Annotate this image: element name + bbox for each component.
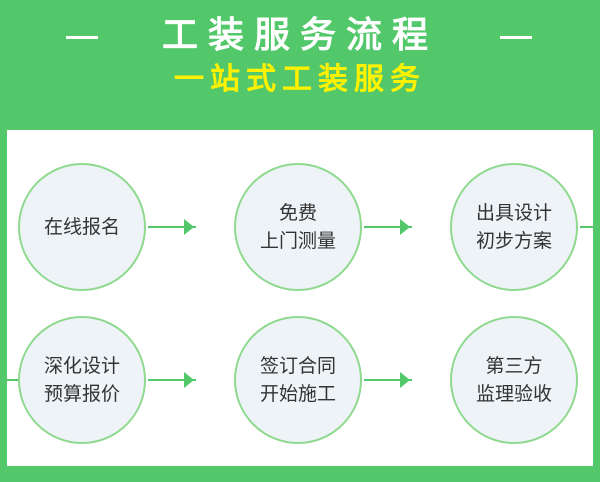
step-label-line2: 预算报价	[43, 383, 120, 405]
title-dash-left	[66, 36, 98, 39]
page-title: 工装服务流程	[161, 15, 438, 56]
step-label-line1: 出具设计	[475, 202, 552, 224]
step-label-line2: 开始施工	[259, 383, 336, 405]
arrow-right-icon	[400, 219, 410, 235]
step-label-line2: 初步方案	[475, 230, 552, 252]
arrow-right-icon	[184, 219, 194, 235]
connector-3-out	[580, 226, 593, 228]
step-label-line1: 在线报名	[43, 216, 120, 238]
step-label-line2: 监理验收	[475, 383, 552, 405]
step-label-line1: 深化设计	[43, 355, 120, 377]
connector-in-4	[7, 379, 19, 381]
arrow-right-icon	[184, 372, 194, 388]
step-label-line1: 免费	[278, 202, 317, 224]
connector-4-5	[148, 379, 196, 381]
header: 工装服务流程 一站式工装服务	[0, 0, 600, 128]
page-subtitle: 一站式工装服务	[174, 62, 426, 97]
connector-1-2	[148, 226, 196, 228]
title-dash-right	[500, 36, 532, 39]
step-label-line1: 第三方	[485, 355, 543, 377]
connector-5-6	[364, 379, 412, 381]
step-supervision-acceptance: 第三方 监理验收	[450, 316, 578, 444]
process-panel: 在线报名 免费 上门测量 出具设计 初步方案 深化设计 预算报价 签订合同 开始…	[7, 130, 593, 466]
step-free-measure: 免费 上门测量	[234, 163, 362, 291]
step-sign-contract: 签订合同 开始施工	[234, 316, 362, 444]
step-online-signup: 在线报名	[18, 163, 146, 291]
step-detailed-design: 深化设计 预算报价	[18, 316, 146, 444]
step-initial-design: 出具设计 初步方案	[450, 163, 578, 291]
step-label-line1: 签订合同	[259, 355, 336, 377]
step-label-line2: 上门测量	[259, 230, 336, 252]
connector-2-3	[364, 226, 412, 228]
arrow-right-icon	[400, 372, 410, 388]
